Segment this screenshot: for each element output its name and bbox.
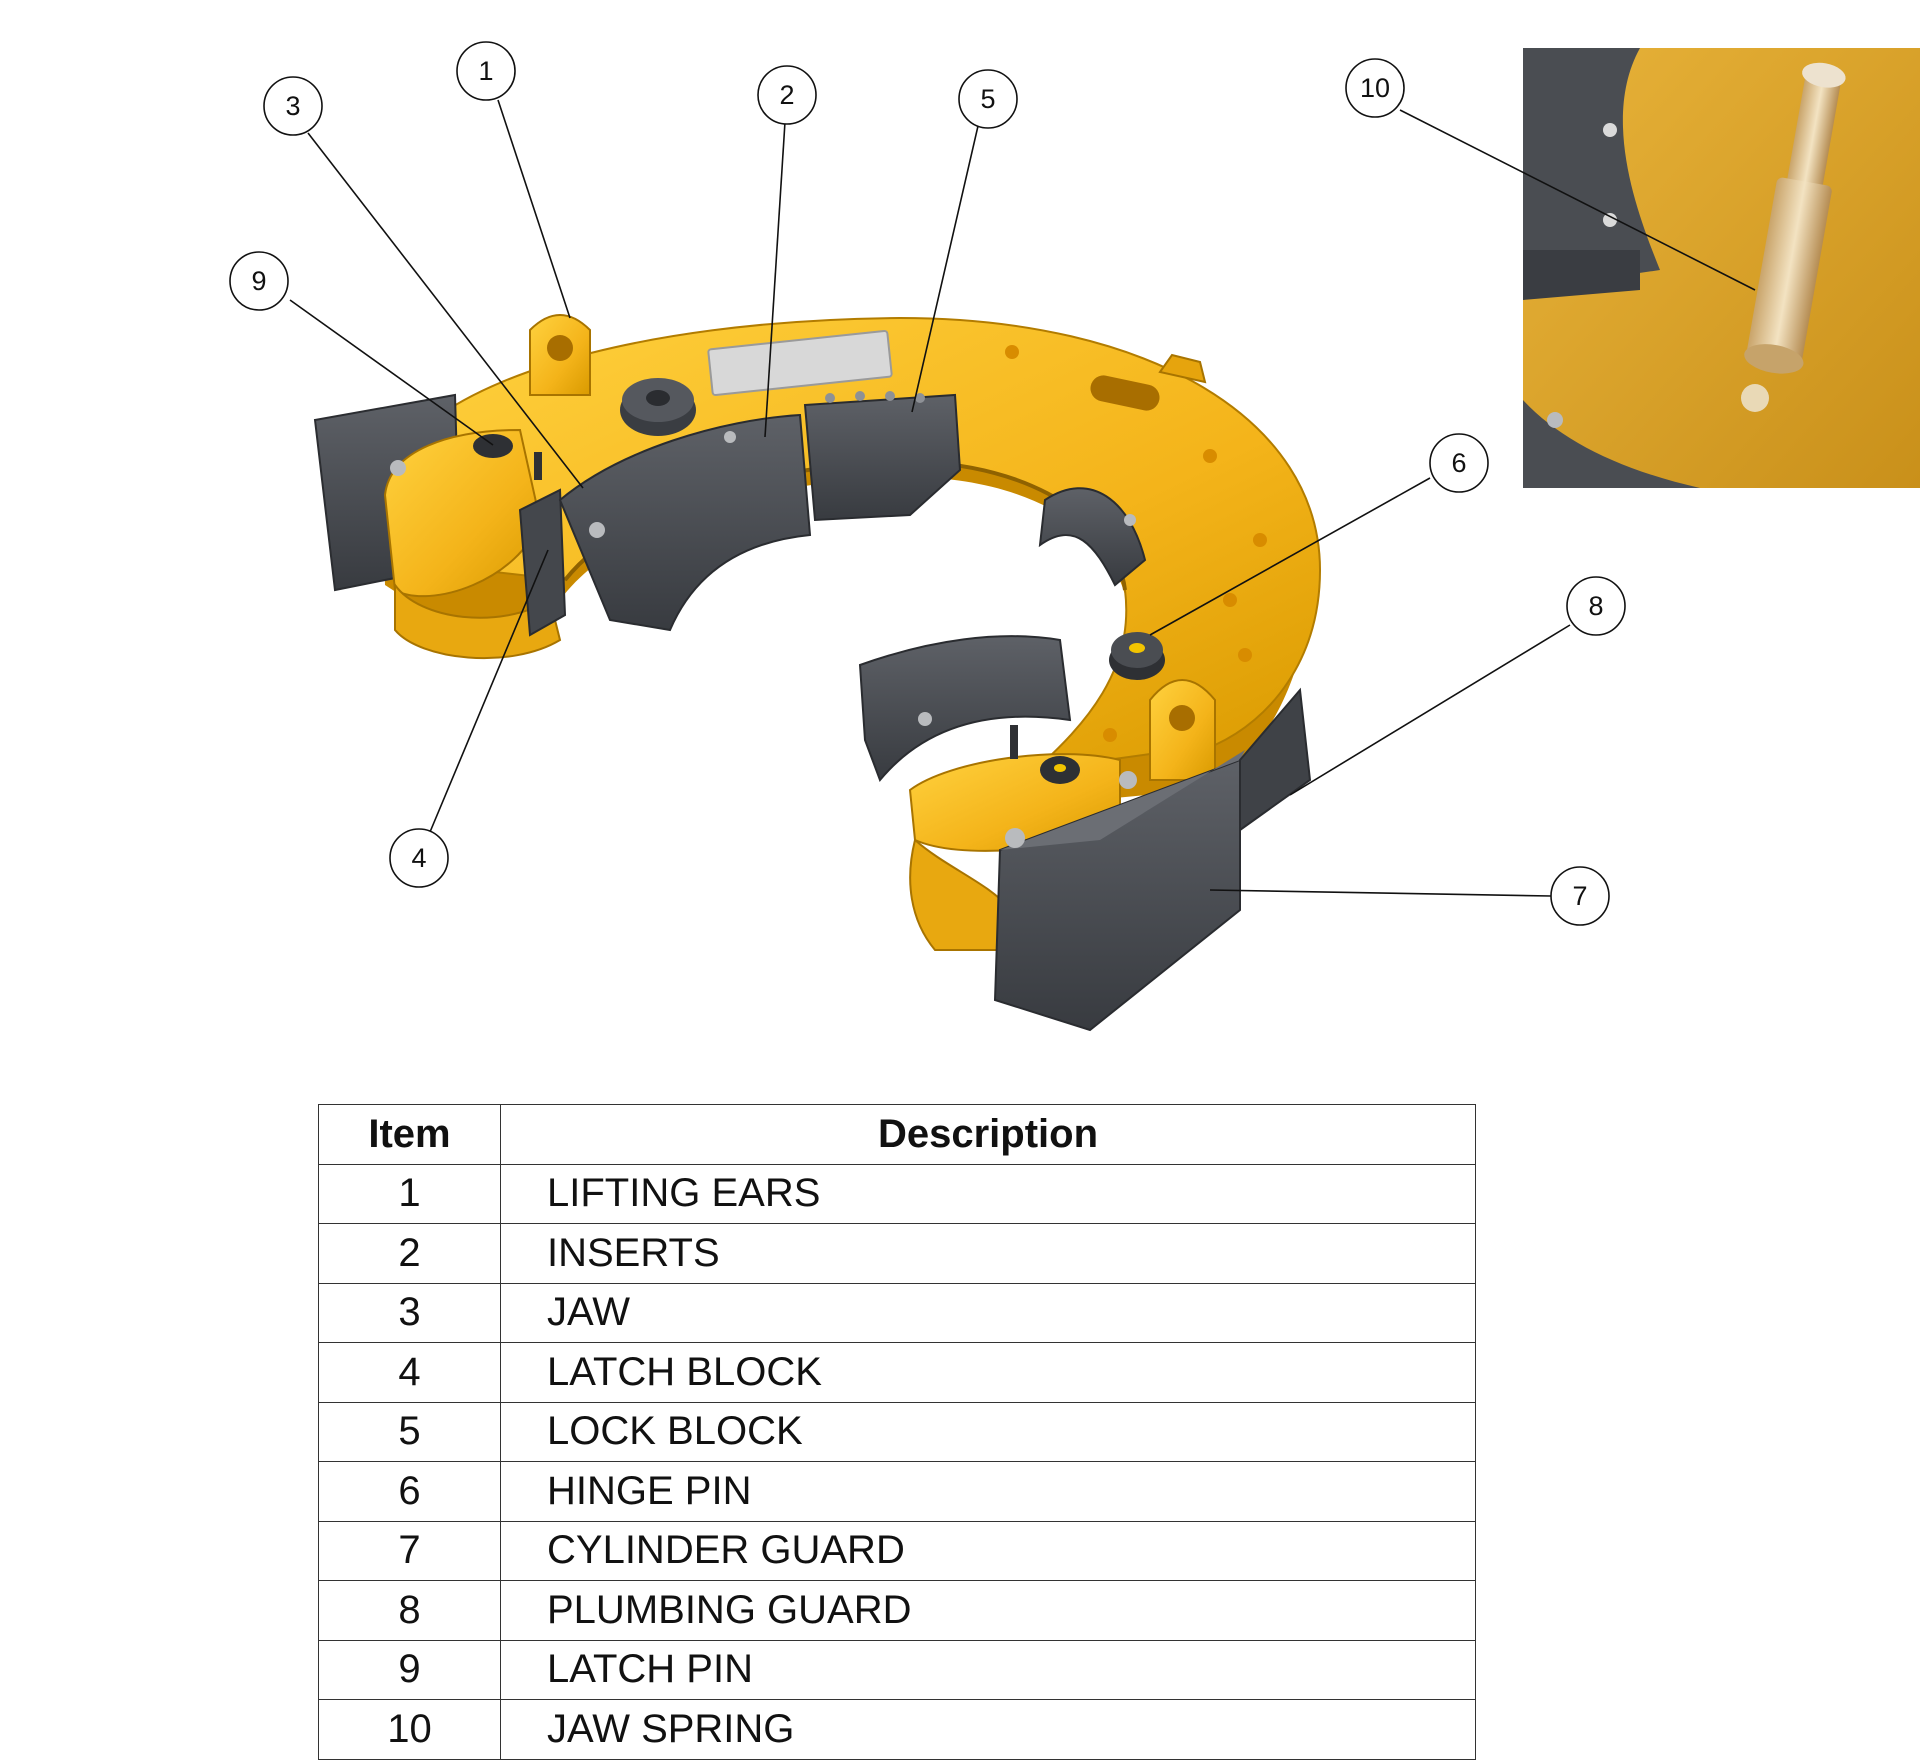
jaw-spring-inset [1523,48,1920,488]
callout-2: 2 [757,65,817,125]
jaw-insert-left [558,413,812,632]
name-plate [707,330,893,396]
lifting-ear-left [529,314,591,396]
item-description: JAW [500,1282,1476,1343]
leader-10 [1399,109,1756,291]
callout-1: 1 [456,41,516,101]
plumbing-guard [1239,687,1312,832]
svg-text:3: 3 [285,91,300,121]
item-description: CYLINDER GUARD [500,1520,1476,1581]
item-number: 3 [318,1282,501,1343]
adjust-slot [1090,375,1160,411]
item-number: 8 [318,1580,501,1641]
leader-7 [1209,889,1552,897]
leader-4 [429,549,549,833]
svg-text:8: 8 [1588,591,1603,621]
callout-4: 4 [389,828,449,888]
leader-6 [1149,477,1431,636]
svg-text:10: 10 [1360,73,1390,103]
lock-block [803,391,962,522]
svg-text:1: 1 [478,56,493,86]
svg-text:7: 7 [1572,881,1587,911]
callout-6: 6 [1429,433,1489,493]
item-number: 2 [318,1223,501,1284]
jaw-spring-rod [1744,62,1846,374]
column-header-item: Item [318,1104,501,1165]
column-header-description: Description [500,1104,1476,1165]
leader-1 [497,99,571,319]
callout-3: 3 [263,76,323,136]
leader-9 [289,299,494,446]
item-description: LATCH BLOCK [500,1342,1476,1403]
item-description: LATCH PIN [500,1639,1476,1700]
cylinder-guard [993,750,1245,1032]
leader-lines [289,99,1756,897]
item-number: 7 [318,1520,501,1581]
callout-9: 9 [229,251,289,311]
svg-text:9: 9 [251,266,266,296]
leader-5 [911,125,979,413]
item-number: 1 [318,1163,501,1224]
back-nut [620,378,696,436]
exploded-assembly-figure: 1 2 3 4 5 6 7 8 9 10 [229,41,1920,1032]
item-number: 4 [318,1342,501,1403]
svg-text:2: 2 [779,80,794,110]
item-description: INSERTS [500,1223,1476,1284]
callout-10: 10 [1345,58,1405,118]
leader-8 [1289,624,1571,796]
item-description: LOCK BLOCK [500,1401,1476,1462]
leader-2 [764,121,786,438]
jaw-insert-right [858,487,1147,782]
latch-side-left [313,393,562,660]
callout-8: 8 [1566,576,1626,636]
callout-5: 5 [958,69,1018,129]
callouts: 1 2 3 4 5 6 7 8 9 10 [229,41,1626,926]
svg-text:4: 4 [411,843,426,873]
leader-3 [307,132,584,489]
callout-7: 7 [1550,866,1610,926]
item-number: 10 [318,1699,501,1760]
svg-text:6: 6 [1451,448,1466,478]
hinge-pin [1109,632,1165,680]
item-description: LIFTING EARS [500,1163,1476,1224]
item-description: PLUMBING GUARD [500,1580,1476,1641]
item-number: 5 [318,1401,501,1462]
item-number: 9 [318,1639,501,1700]
table-header-row: Item Description [318,1104,1476,1165]
lifting-ear-right [1149,679,1216,781]
svg-text:5: 5 [980,84,995,114]
item-description: JAW SPRING [500,1699,1476,1760]
item-description: HINGE PIN [500,1461,1476,1522]
item-number: 6 [318,1461,501,1522]
rear-lug [1158,353,1207,384]
